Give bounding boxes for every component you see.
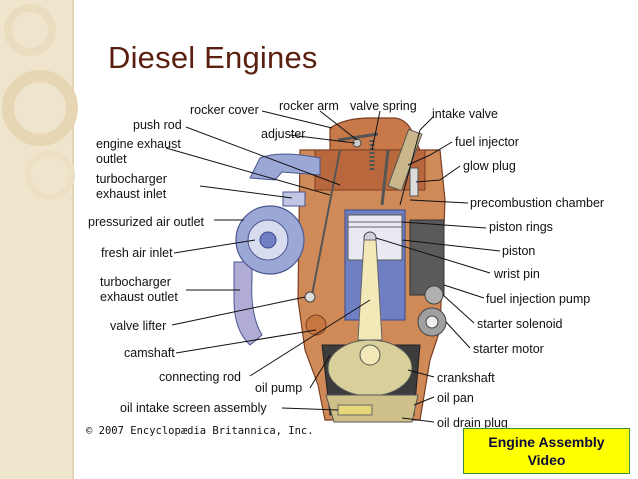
label-piston-rings: piston rings — [489, 220, 553, 234]
push-rod-shape — [311, 149, 341, 296]
label-valve-spring: valve spring — [350, 99, 417, 113]
label-fuel-injector: fuel injector — [455, 135, 519, 149]
label-precombustion-chamber: precombustion chamber — [470, 196, 604, 210]
label-connecting-rod: connecting rod — [159, 370, 241, 384]
label-valve-lifter: valve lifter — [110, 319, 166, 333]
label-turbocharger-exhaust-outlet-2: exhaust outlet — [100, 290, 178, 304]
label-oil-pan: oil pan — [437, 391, 474, 405]
valve-lifter-shape — [304, 291, 316, 303]
label-fresh-air-inlet: fresh air inlet — [101, 246, 173, 260]
copyright-notice: © 2007 Encyclopædia Britannica, Inc. — [86, 425, 314, 437]
leader-lines — [165, 110, 501, 423]
label-oil-pump: oil pump — [255, 381, 302, 395]
camshaft-shape — [305, 314, 327, 336]
video-button-line1: Engine Assembly — [488, 434, 605, 450]
label-turbocharger-exhaust-outlet-1: turbocharger — [100, 275, 171, 289]
label-fuel-injection-pump: fuel injection pump — [486, 292, 590, 306]
label-engine-exhaust-outlet-2: outlet — [96, 152, 127, 166]
label-crankshaft: crankshaft — [437, 371, 495, 385]
turbo-exhaust-pipe — [249, 153, 321, 181]
label-turbocharger-exhaust-inlet-2: exhaust inlet — [96, 187, 167, 201]
engine-illustration — [233, 117, 447, 423]
decorative-circles — [2, 4, 78, 200]
label-starter-solenoid: starter solenoid — [477, 317, 563, 331]
label-camshaft: camshaft — [124, 346, 175, 360]
turbo-exhaust-inlet-shape — [282, 191, 306, 207]
label-rocker-arm: rocker arm — [279, 99, 339, 113]
turbo-outlet-pipe — [233, 261, 263, 346]
label-glow-plug: glow plug — [463, 159, 516, 173]
label-adjuster: adjuster — [261, 127, 305, 141]
oil-screen-shape — [337, 404, 373, 416]
slide-title: Diesel Engines — [108, 40, 318, 75]
starter-solenoid-shape — [424, 285, 444, 305]
label-piston: piston — [502, 244, 535, 258]
engine-assembly-video-button[interactable]: Engine Assembly Video — [463, 428, 630, 474]
label-starter-motor: starter motor — [473, 342, 544, 356]
label-pressurized-air-outlet: pressurized air outlet — [88, 215, 205, 229]
side-divider — [72, 0, 74, 479]
label-push-rod: push rod — [133, 118, 182, 132]
part-labels: rocker cover rocker arm valve spring int… — [88, 99, 604, 430]
label-intake-valve: intake valve — [432, 107, 498, 121]
label-wrist-pin: wrist pin — [493, 267, 540, 281]
label-engine-exhaust-outlet-1: engine exhaust — [96, 137, 181, 151]
video-button-line2: Video — [527, 452, 566, 468]
label-rocker-cover: rocker cover — [190, 103, 259, 117]
label-oil-intake-screen-assembly: oil intake screen assembly — [120, 401, 267, 415]
label-oil-drain-plug: oil drain plug — [437, 416, 508, 430]
label-turbocharger-exhaust-inlet-1: turbocharger — [96, 172, 167, 186]
